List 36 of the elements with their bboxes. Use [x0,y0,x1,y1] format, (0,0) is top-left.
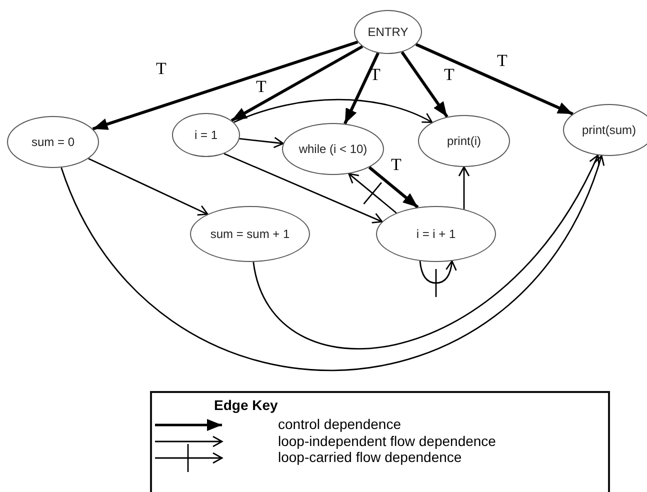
node-label: sum = 0 [31,135,75,149]
control-dependence-arrow [92,40,358,130]
control-dependence-arrow [400,51,448,118]
loop-carried-arrow [348,173,397,214]
legend-text: loop-independent flow dependence [278,434,496,448]
flow-dependence-arrow [60,155,604,371]
node-label: ENTRY [368,25,408,39]
edge-label: T [156,60,166,77]
flow-dependence-arrow [224,152,383,224]
statement-ellipse [563,104,647,156]
node-label: print(i) [446,134,481,148]
edge-label: T [256,78,266,95]
flow-dependence-arrow [234,98,433,124]
control-dependence-arrow [344,52,380,124]
node-label: i = i + 1 [416,227,456,241]
flow-dependence-arrow [458,166,470,210]
flow-dependence-arrow [252,154,599,350]
legend-title: Edge Key [214,398,278,412]
control-dependence-arrow [368,166,419,208]
legend-text: loop-carried flow dependence [278,450,462,464]
edge-label: T [391,156,402,173]
statement-ellipse [354,10,422,54]
node-label: i = 1 [194,128,218,142]
edge-label: T [444,66,454,83]
loop-carried-arrow [419,260,457,297]
statement-ellipse [172,113,240,157]
legend-text: control dependence [278,417,401,431]
statement-ellipse [7,116,99,168]
node-label: sum = sum + 1 [210,227,290,241]
node-label: while (i < 10) [298,142,368,156]
control-dependence-arrow [230,45,364,122]
edge-label: T [497,52,508,69]
node-label: print(sum) [582,123,636,137]
control-dependence-arrow [415,43,574,116]
flow-dependence-arrow [239,136,284,148]
flow-dependence-arrow [88,158,208,216]
